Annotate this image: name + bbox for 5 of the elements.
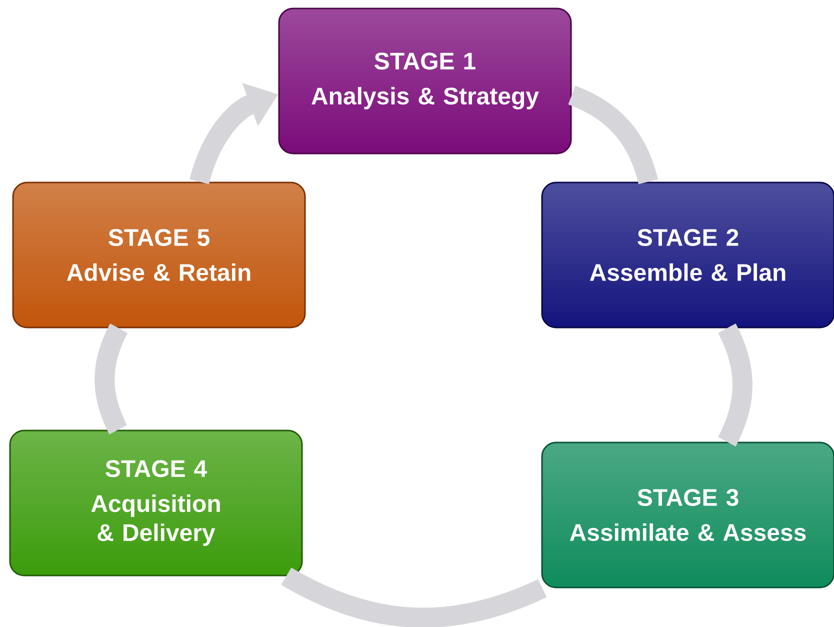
stage-box: STAGE 2 Assemble & Plan <box>541 182 834 328</box>
stage-box: STAGE 5 Advise & Retain <box>12 182 306 328</box>
stage-box: STAGE 3 Assimilate & Assess <box>541 442 834 588</box>
stage-box: STAGE 1 Analysis & Strategy <box>278 8 572 154</box>
stage-box: STAGE 4 Acquisition & Delivery <box>9 430 303 576</box>
